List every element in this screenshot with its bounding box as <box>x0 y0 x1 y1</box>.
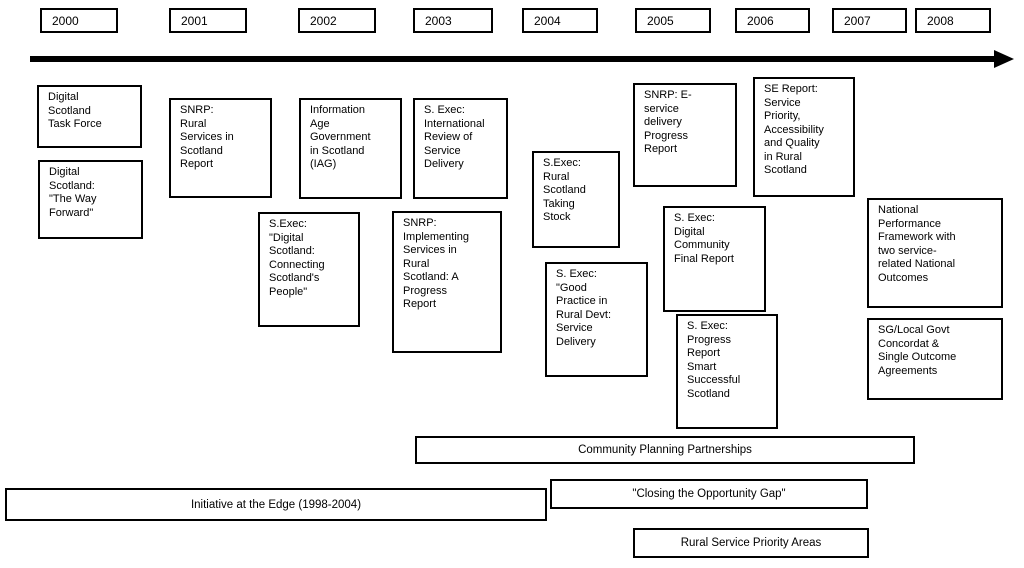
event-box-digital-scotland-task-force: Digital Scotland Task Force <box>37 85 142 148</box>
year-box-2003: 2003 <box>413 8 493 33</box>
event-box-sexec-progress-smart-scotland: S. Exec: Progress Report Smart Successfu… <box>676 314 778 429</box>
year-box-2005: 2005 <box>635 8 711 33</box>
year-box-2008: 2008 <box>915 8 991 33</box>
event-box-sexec-international-review: S. Exec: International Review of Service… <box>413 98 508 199</box>
event-box-se-report-service-priority: SE Report: Service Priority, Accessibili… <box>753 77 855 197</box>
timeline-arrow-head-icon <box>994 50 1014 68</box>
event-box-sexec-good-practice: S. Exec: "Good Practice in Rural Devt: S… <box>545 262 648 377</box>
event-box-snrp-implementing-services: SNRP: Implementing Services in Rural Sco… <box>392 211 502 353</box>
event-box-snrp-eservice-delivery: SNRP: E- service delivery Progress Repor… <box>633 83 737 187</box>
event-box-sexec-digital-scotland-connecting: S.Exec: "Digital Scotland: Connecting Sc… <box>258 212 360 327</box>
bar-closing-the-opportunity-gap: "Closing the Opportunity Gap" <box>550 479 868 509</box>
year-box-2004: 2004 <box>522 8 598 33</box>
event-box-sexec-digital-community: S. Exec: Digital Community Final Report <box>663 206 766 312</box>
event-box-snrp-rural-services-report: SNRP: Rural Services in Scotland Report <box>169 98 272 198</box>
bar-community-planning-partnerships: Community Planning Partnerships <box>415 436 915 464</box>
year-box-2000: 2000 <box>40 8 118 33</box>
event-box-national-performance-framework: National Performance Framework with two … <box>867 198 1003 308</box>
year-box-2001: 2001 <box>169 8 247 33</box>
event-box-information-age-government: Information Age Government in Scotland (… <box>299 98 402 199</box>
event-box-sexec-rural-scotland-taking-stock: S.Exec: Rural Scotland Taking Stock <box>532 151 620 248</box>
event-box-digital-scotland-way-forward: Digital Scotland: "The Way Forward" <box>38 160 143 239</box>
bar-initiative-at-the-edge: Initiative at the Edge (1998-2004) <box>5 488 547 521</box>
year-box-2007: 2007 <box>832 8 907 33</box>
event-box-sg-local-govt-concordat: SG/Local Govt Concordat & Single Outcome… <box>867 318 1003 400</box>
year-box-2006: 2006 <box>735 8 810 33</box>
year-box-2002: 2002 <box>298 8 376 33</box>
bar-rural-service-priority-areas: Rural Service Priority Areas <box>633 528 869 558</box>
timeline-arrow-line <box>30 56 996 62</box>
